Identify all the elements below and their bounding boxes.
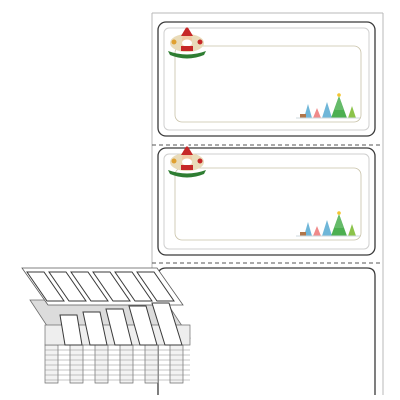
label-2 xyxy=(157,147,376,256)
label-3-partial xyxy=(157,267,376,395)
mini-label xyxy=(92,271,131,302)
liner-strip xyxy=(151,12,384,395)
label-frame xyxy=(174,167,362,241)
mini-label xyxy=(114,271,153,302)
fanfold-stack-illustration xyxy=(21,267,191,384)
christmas-trees-icon xyxy=(296,211,360,237)
label-frame xyxy=(174,45,362,123)
mini-label xyxy=(70,271,109,302)
christmas-trees-icon xyxy=(296,93,360,119)
label-1 xyxy=(157,21,376,137)
santa-badge-icon xyxy=(168,24,206,59)
mini-label xyxy=(136,271,175,302)
mini-label xyxy=(48,271,87,302)
santa-badge-icon xyxy=(168,143,206,178)
mini-label xyxy=(26,271,65,302)
